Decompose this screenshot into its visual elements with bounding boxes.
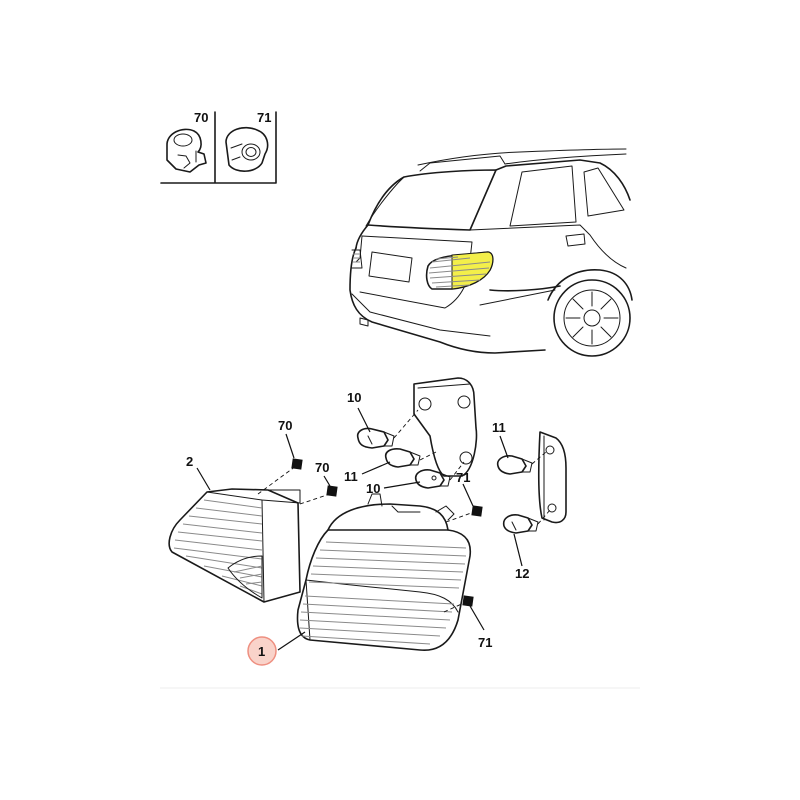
push-clip-70-icon xyxy=(166,128,207,173)
label-70-mid: 70 xyxy=(315,460,329,475)
label-10-upper: 10 xyxy=(347,390,361,405)
bulb-10-upper-icon xyxy=(356,427,395,449)
inset-label-70: 70 xyxy=(194,110,208,125)
highlight-area xyxy=(451,251,494,290)
bulb-12-icon xyxy=(502,514,539,534)
clip-square-icon xyxy=(291,458,483,607)
tail-lamp-outer-1 xyxy=(296,493,472,651)
label-12: 12 xyxy=(515,566,529,581)
label-11-left: 11 xyxy=(344,469,358,484)
nut-71-icon xyxy=(225,126,269,172)
bulb-holder-plate-lower xyxy=(537,431,567,524)
label-70-left: 70 xyxy=(278,418,292,433)
label-2: 2 xyxy=(186,454,193,469)
label-1: 1 xyxy=(258,644,265,659)
label-11-right: 11 xyxy=(492,420,506,435)
inset-label-71: 71 xyxy=(257,110,271,125)
bulb-holder-plate-upper xyxy=(413,377,478,477)
leader-lines xyxy=(196,407,523,651)
label-71-upper: 71 xyxy=(456,470,470,485)
vehicle-location-view xyxy=(349,148,633,357)
bulb-11-left-icon xyxy=(384,448,421,468)
tail-lamp-inner-2 xyxy=(168,488,301,603)
label-71-lower: 71 xyxy=(478,635,492,650)
highlighted-tail-lamp xyxy=(425,251,494,290)
bulb-11-right-icon xyxy=(496,455,533,475)
label-10-lower: 10 xyxy=(366,481,380,496)
bulb-10-lower-icon xyxy=(414,469,451,489)
part-1-marker[interactable]: 1 xyxy=(247,636,277,666)
fastener-inset: 70 71 xyxy=(160,110,277,184)
assembly-lines xyxy=(257,409,551,613)
